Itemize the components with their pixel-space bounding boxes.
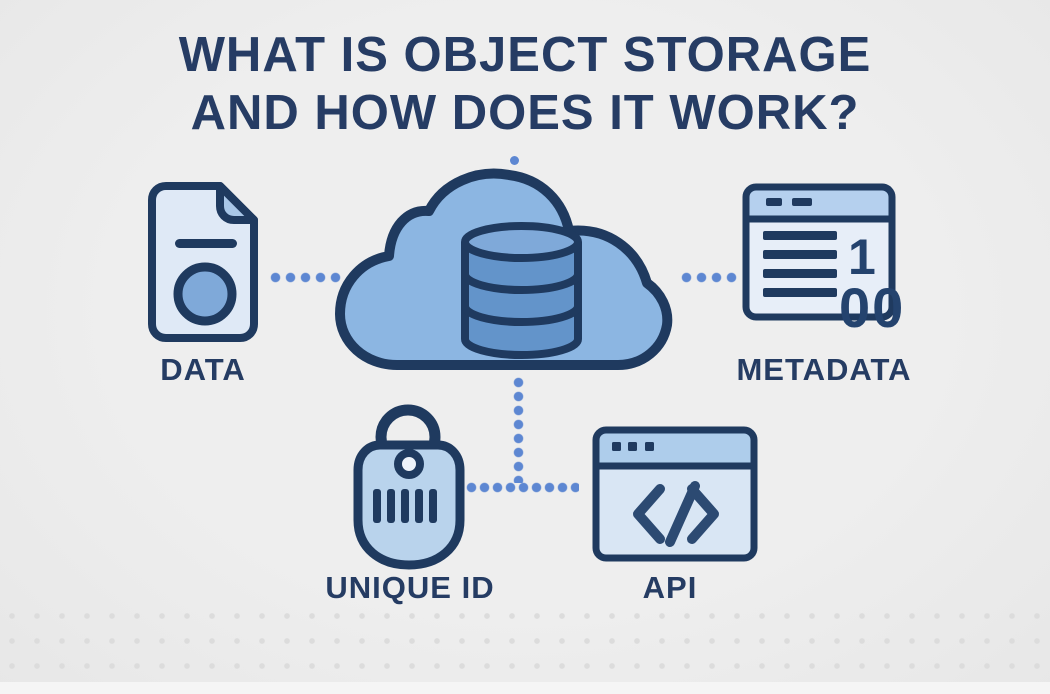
label-data: DATA [160, 352, 246, 387]
bottom-band [0, 682, 1050, 694]
accent-dot [510, 156, 519, 165]
node-metadata [740, 183, 900, 328]
title-line-2: AND HOW DOES IT WORK? [190, 86, 860, 140]
binary-digit-top: 1 [848, 229, 876, 285]
header-dash [766, 198, 782, 206]
connector-uniqueid-to-api [466, 482, 579, 493]
header-dot [645, 442, 654, 451]
label-metadata: METADATA [736, 352, 912, 387]
record-circle [173, 262, 237, 326]
bottom-dot-texture [0, 604, 1050, 682]
folded-corner [216, 182, 258, 224]
header-dash [792, 198, 812, 206]
connector-cloud-to-bottom [513, 377, 524, 483]
metadata-list-window-icon [742, 183, 896, 321]
header-dot [628, 442, 637, 451]
connector-cloud-to-metadata [681, 272, 741, 283]
binary-digit-bottom: 00 [839, 276, 906, 339]
node-storage-cloud [331, 165, 681, 373]
code-window-icon [592, 426, 758, 562]
barcode [373, 489, 437, 523]
id-tag-barcode-icon [353, 404, 465, 570]
window-header [746, 187, 892, 219]
header-dot [612, 442, 621, 451]
list-lines [763, 231, 837, 297]
code-icon [633, 481, 719, 547]
document-file-icon [148, 182, 258, 342]
connector-data-to-cloud [270, 272, 343, 283]
label-api: API [642, 570, 698, 605]
node-data [138, 182, 268, 342]
label-unique-id: UNIQUE ID [325, 570, 495, 605]
text-line [175, 239, 237, 248]
window-header [596, 430, 754, 466]
cloud-database-icon [335, 168, 673, 370]
node-api [592, 426, 760, 564]
database-cylinder-icon [461, 222, 582, 359]
title-line-1: WHAT IS OBJECT STORAGE [178, 28, 872, 82]
node-unique-id [350, 400, 470, 575]
tag-hole [394, 449, 424, 479]
page-title: WHAT IS OBJECT STORAGE AND HOW DOES IT W… [0, 26, 1050, 142]
